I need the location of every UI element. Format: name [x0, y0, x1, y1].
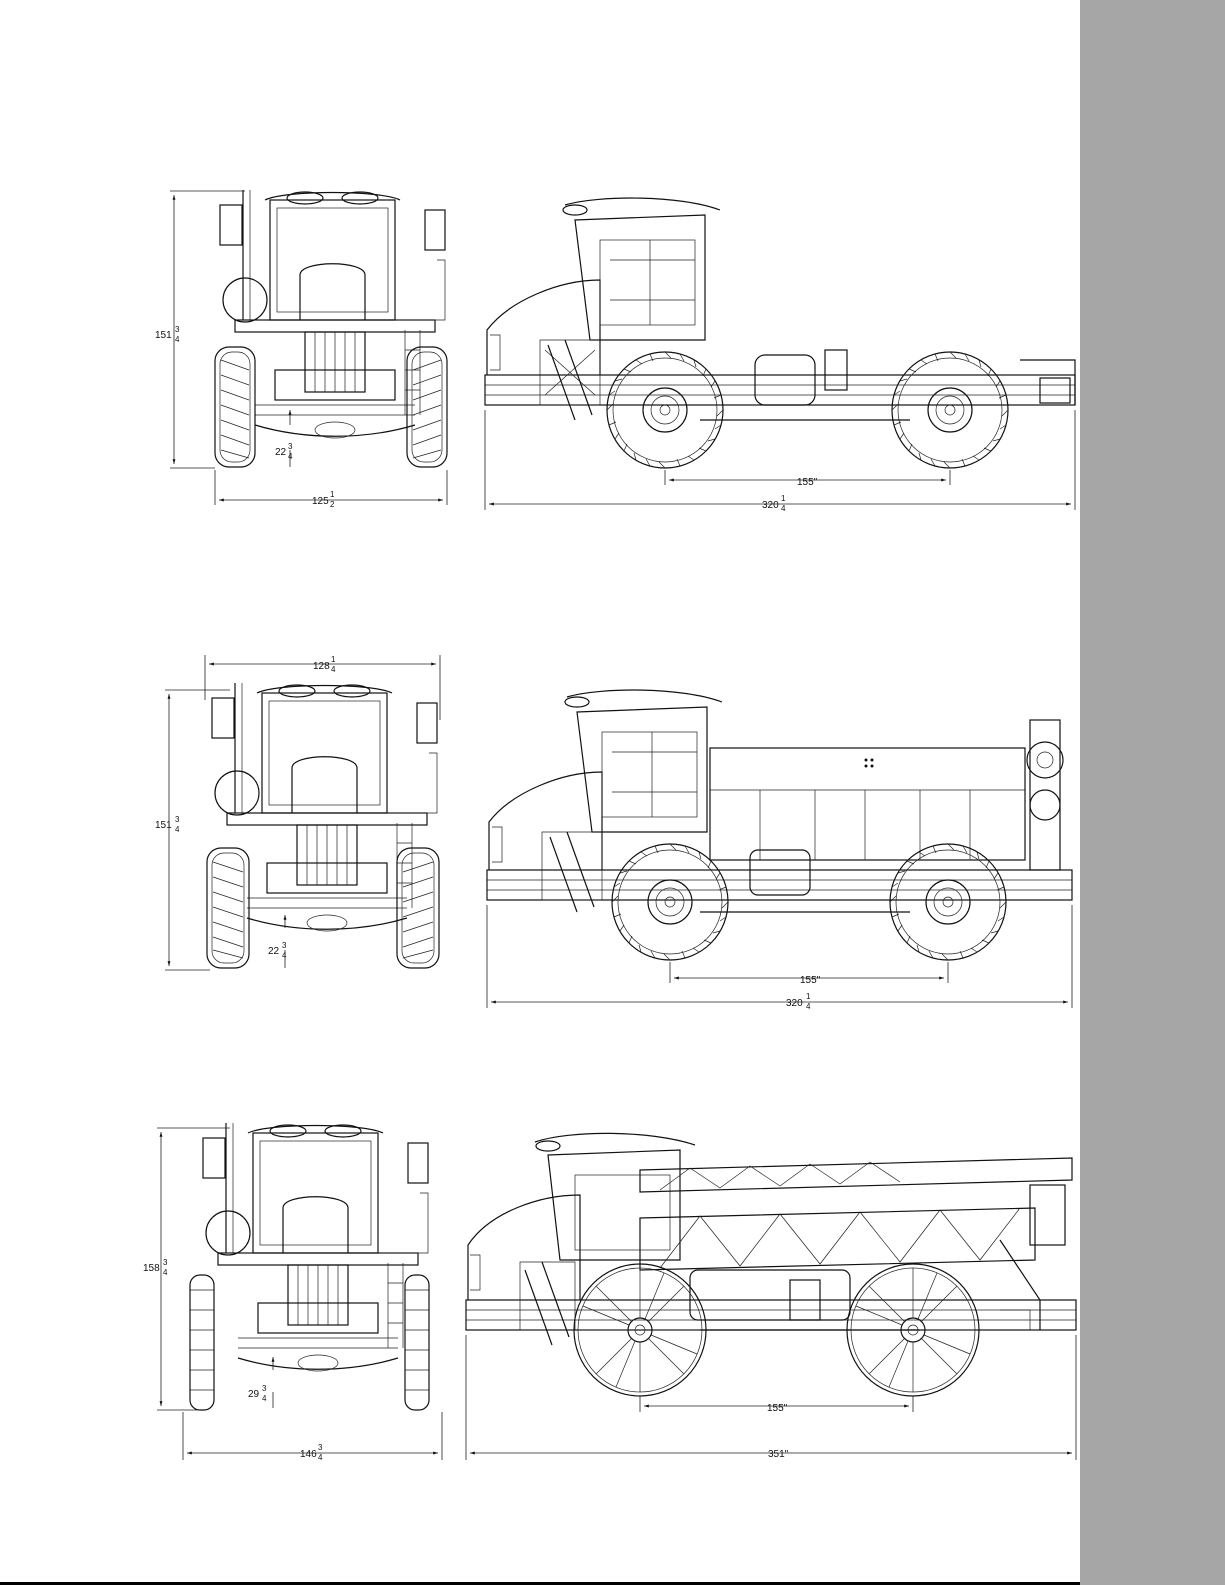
clearance-frac-den-1: 4 [288, 452, 293, 461]
height-dim-3: 158 [143, 1263, 160, 1274]
width-frac-den-2: 4 [331, 665, 336, 674]
length-frac-num-2: 1 [806, 992, 811, 1001]
width-frac-den-1: 2 [330, 500, 335, 509]
clearance-dim-1: 22 [275, 447, 287, 458]
side-view-1 [485, 198, 1075, 510]
height-frac-num-2: 3 [175, 815, 180, 824]
length-frac-den-2: 4 [806, 1002, 811, 1011]
wheelbase-dim-3: 155" [767, 1403, 788, 1414]
width-dim-1: 125 [312, 496, 329, 507]
wheelbase-dim-2: 155" [800, 975, 821, 986]
length-frac-den-1: 4 [781, 504, 786, 513]
height-frac-den-2: 4 [175, 825, 180, 834]
front-view-2 [165, 655, 440, 970]
height-frac-den-1: 4 [175, 335, 180, 344]
width-frac-den-3: 4 [318, 1453, 323, 1462]
width-frac-num-2: 1 [331, 655, 336, 664]
clearance-frac-num-3: 3 [262, 1384, 267, 1393]
length-frac-num-1: 1 [781, 494, 786, 503]
height-dim-1: 151 [155, 330, 172, 341]
front-view-1 [170, 190, 447, 505]
clearance-frac-num-1: 3 [288, 442, 293, 451]
width-frac-num-1: 1 [330, 490, 335, 499]
length-dim-2: 320 [786, 998, 803, 1009]
height-frac-den-3: 4 [163, 1268, 168, 1277]
side-view-2 [487, 690, 1072, 1008]
height-dim-2: 151 [155, 820, 172, 831]
length-dim-3: 351" [768, 1449, 789, 1460]
clearance-dim-2: 22 [268, 946, 280, 957]
clearance-frac-den-3: 4 [262, 1394, 267, 1403]
length-dim-1: 320 [762, 500, 779, 511]
clearance-frac-num-2: 3 [282, 941, 287, 950]
front-view-3 [157, 1123, 442, 1460]
height-frac-num-3: 3 [163, 1258, 168, 1267]
height-frac-num-1: 3 [175, 325, 180, 334]
wheelbase-dim-1: 155" [797, 477, 818, 488]
clearance-dim-3: 29 [248, 1389, 260, 1400]
clearance-frac-den-2: 4 [282, 951, 287, 960]
width-dim-2: 128 [313, 661, 330, 672]
width-frac-num-3: 3 [318, 1443, 323, 1452]
width-dim-3: 146 [300, 1449, 317, 1460]
